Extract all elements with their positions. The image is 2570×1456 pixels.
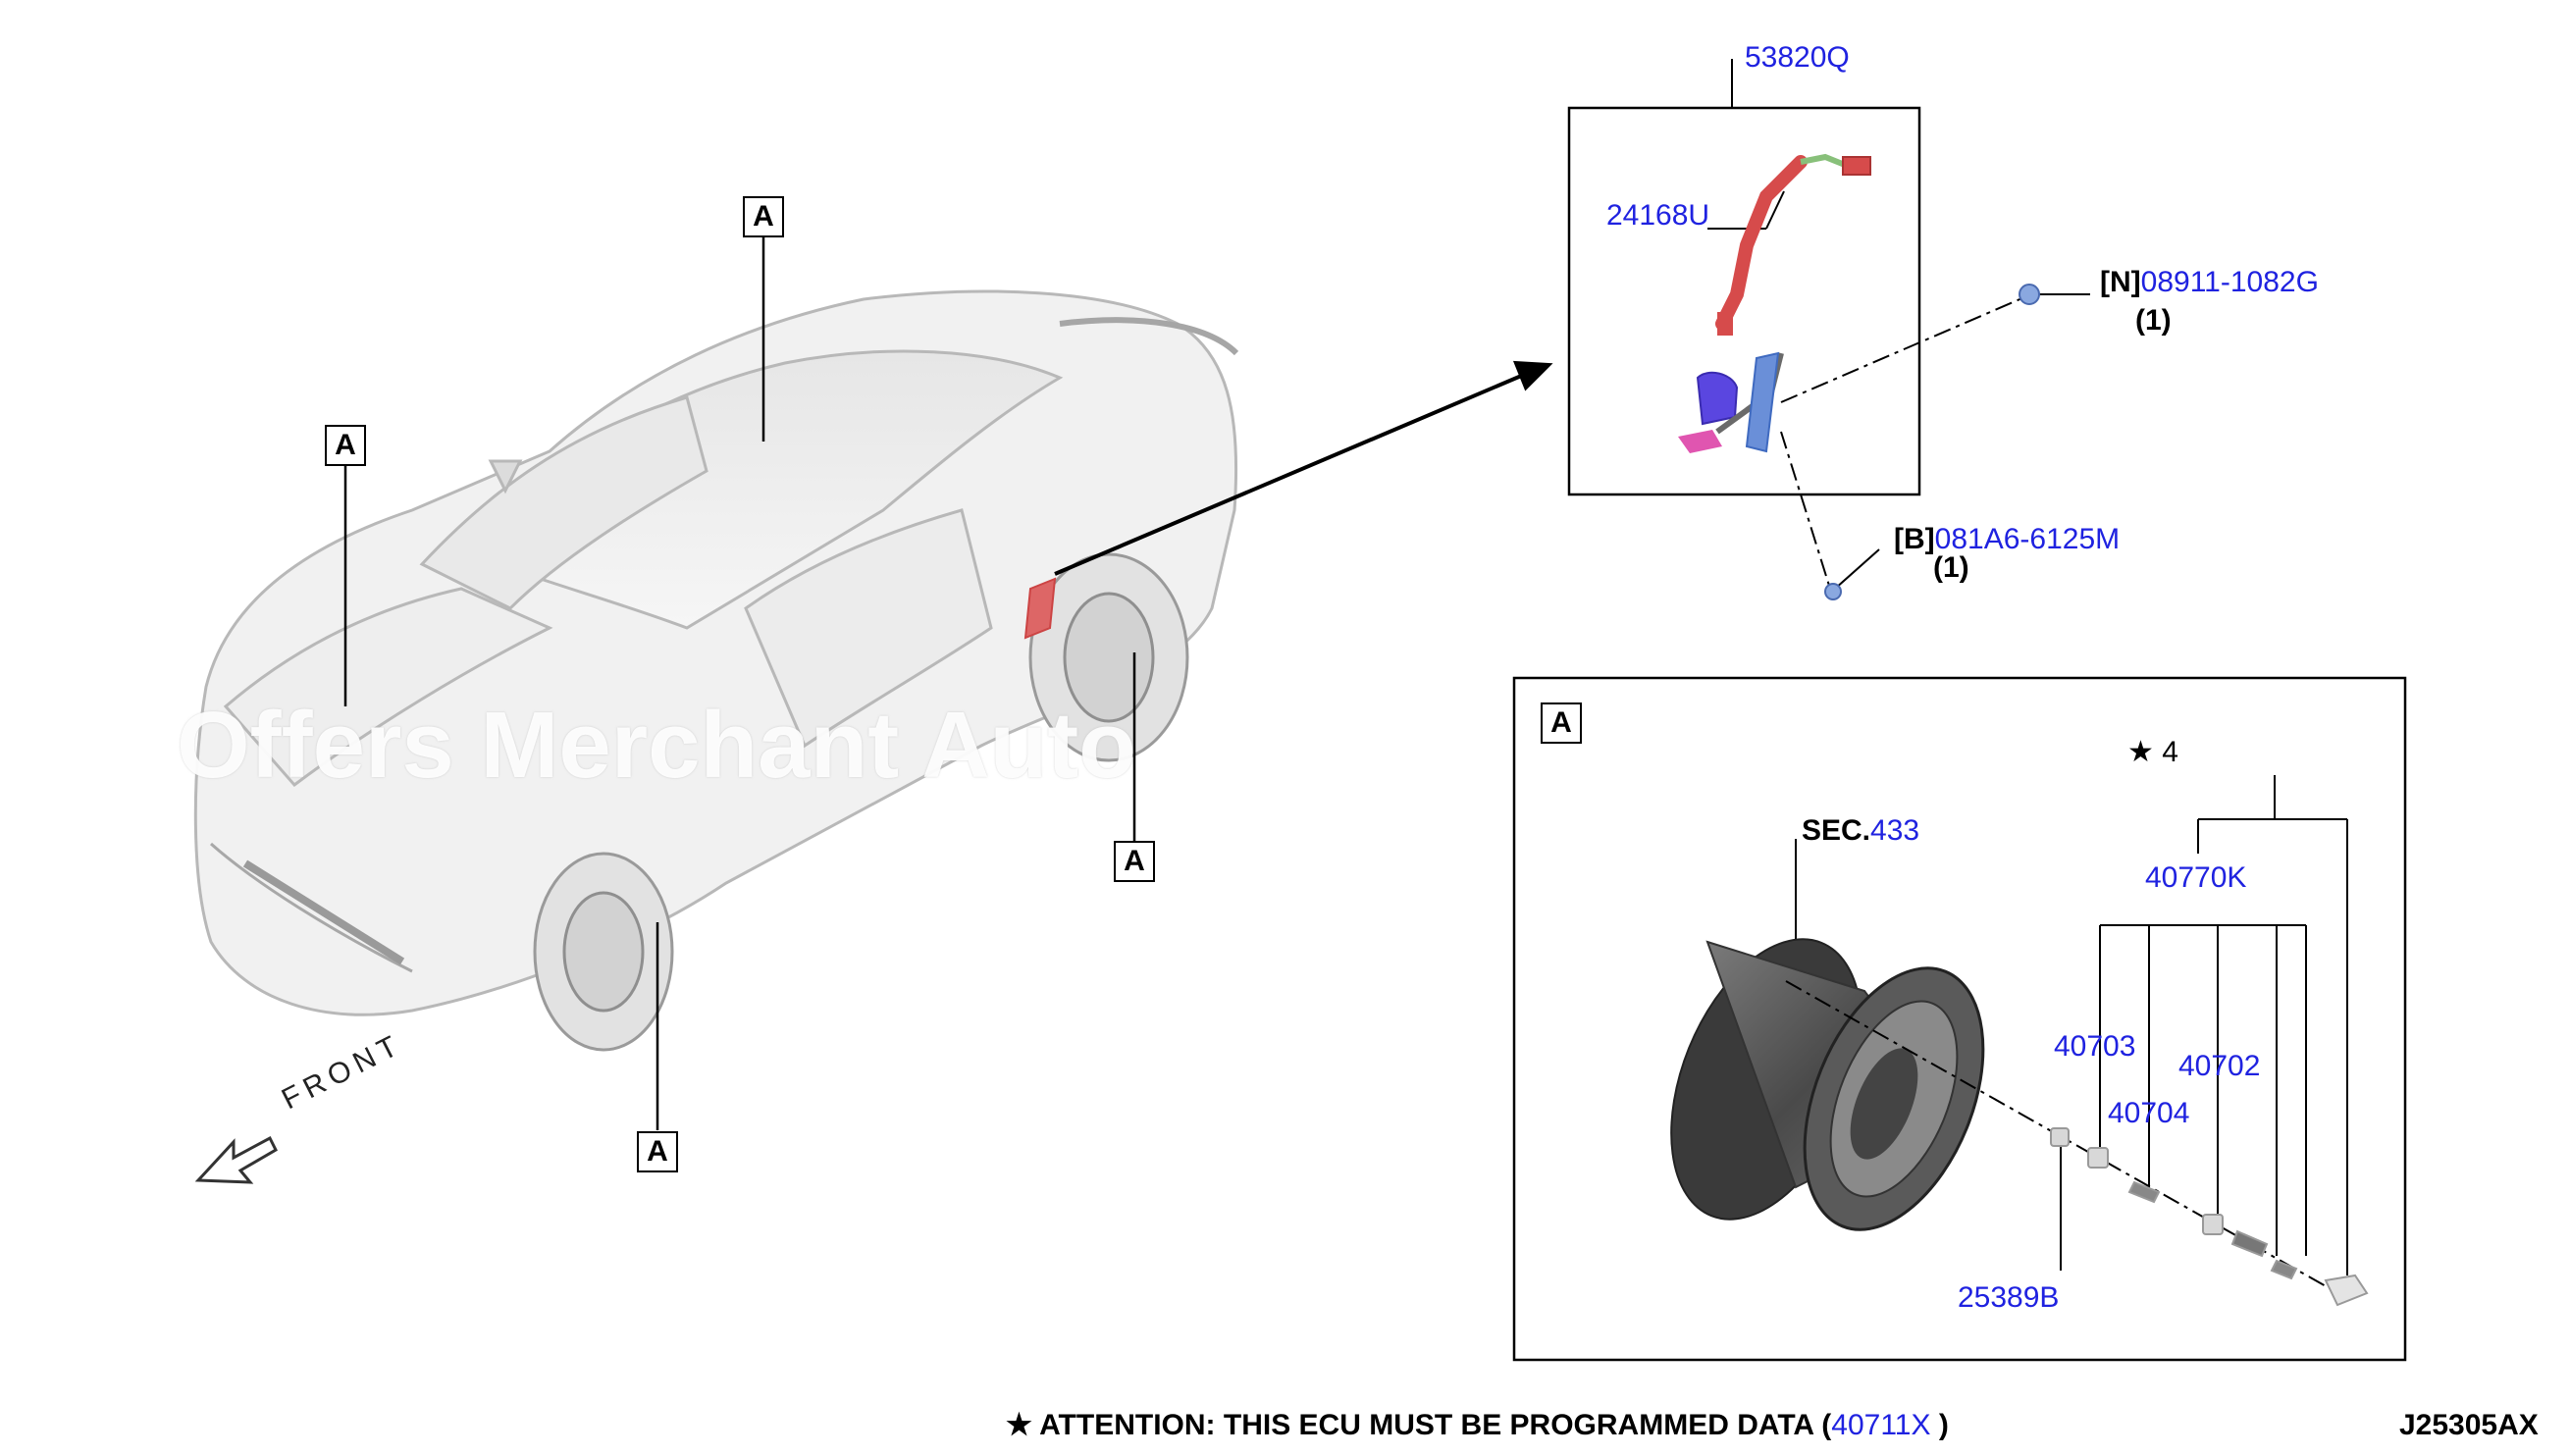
part-number-53820Q[interactable]: 53820Q	[1745, 41, 1850, 74]
marker-leaders	[343, 236, 1136, 1130]
kit-bracket-lines	[1795, 775, 2348, 1275]
side-door	[744, 508, 993, 749]
diagram-code: J25305AX	[2399, 1409, 2539, 1441]
part-number-40770K[interactable]: 40770K	[2145, 861, 2247, 894]
car-body-outline	[193, 289, 1238, 1016]
part-number-08911-1082G[interactable]: 08911-1082G	[2140, 266, 2319, 298]
star-callout: ★ 4	[2127, 738, 2178, 767]
part-number-40711X[interactable]: 40711X	[1831, 1409, 1931, 1441]
bolt-quantity: (1)	[1933, 551, 1969, 584]
attention-prefix: ★ ATTENTION: THIS ECU MUST BE PROGRAMMED…	[1006, 1409, 1832, 1441]
hood	[223, 587, 553, 788]
nut-icon	[2019, 284, 2040, 305]
view-marker-a-front-right[interactable]: A	[637, 1131, 678, 1172]
sec-number[interactable]: 433	[1870, 814, 1920, 847]
bolt-icon	[1824, 583, 1842, 600]
bolt-prefix: [B]	[1894, 523, 1935, 555]
spoiler	[1059, 317, 1239, 356]
wheel-rim-illustration	[1670, 938, 1985, 1231]
front-bumper	[210, 842, 413, 973]
height-sensor-illustration	[1678, 153, 1871, 453]
front-arrow	[194, 1135, 278, 1184]
part-number-40702[interactable]: 40702	[2178, 1050, 2261, 1082]
view-marker-a-roof[interactable]: A	[743, 196, 784, 237]
windshield	[419, 395, 708, 610]
detail-arrow	[1054, 360, 1553, 576]
star-prefix: ★ 4	[2127, 736, 2178, 768]
tpms-valve-parts	[2050, 1127, 2369, 1307]
attention-suffix: )	[1930, 1409, 1949, 1441]
detail-a-marker: A	[1541, 702, 1582, 744]
watermark: Offers Merchant Auto	[177, 693, 1136, 798]
view-marker-a-rear-right[interactable]: A	[1114, 841, 1155, 882]
bolt-callout: [B]081A6-6125M	[1894, 525, 2120, 554]
mirror	[488, 459, 523, 494]
attention-note: ★ ATTENTION: THIS ECU MUST BE PROGRAMMED…	[1006, 1411, 1949, 1440]
part-number-25389B[interactable]: 25389B	[1958, 1281, 2060, 1314]
nut-quantity: (1)	[2135, 304, 2172, 337]
part-number-40704[interactable]: 40704	[2108, 1097, 2190, 1129]
car-illustration	[193, 289, 1239, 1052]
nut-callout: [N]08911-1082G	[2100, 268, 2319, 297]
grille	[242, 859, 405, 965]
sec-prefix: SEC.	[1802, 814, 1871, 847]
part-number-081A6-6125M[interactable]: 081A6-6125M	[1934, 523, 2121, 555]
part-number-24168U[interactable]: 24168U	[1606, 199, 1710, 232]
nut-prefix: [N]	[2100, 266, 2141, 298]
view-marker-a-front-left[interactable]: A	[325, 425, 366, 466]
section-reference[interactable]: SEC.433	[1802, 816, 1919, 846]
part-number-40703[interactable]: 40703	[2054, 1030, 2136, 1063]
